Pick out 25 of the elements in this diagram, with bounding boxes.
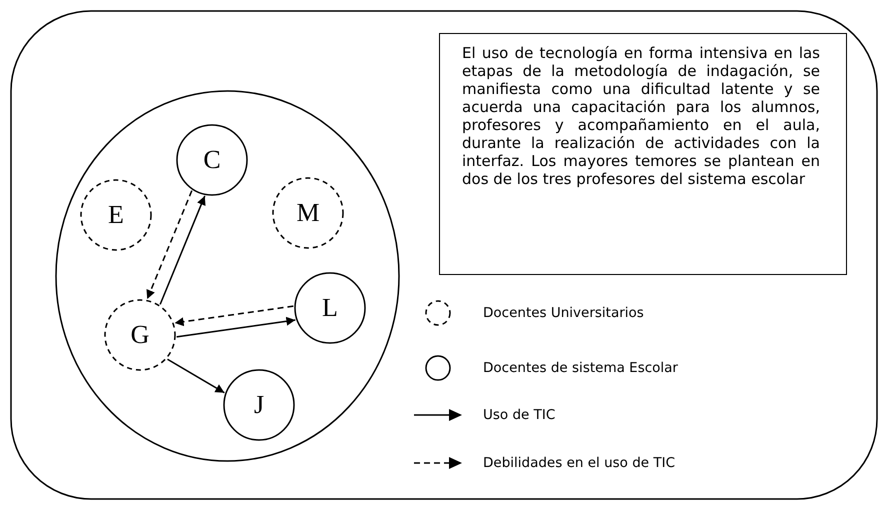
node-letter: G [130,322,150,348]
node-letter: C [203,147,221,173]
arrow [167,358,225,394]
circle-node [223,369,295,441]
node-letter: E [108,202,124,228]
circle-node [294,272,366,344]
legend-label: Docentes Universitarios [483,305,644,321]
legend-label: Uso de TIC [483,407,556,423]
circle-node [176,124,248,196]
node-letter: M [296,200,320,226]
arrow [174,305,294,326]
arrow [159,196,206,305]
arrow [146,190,193,300]
node-letter: L [322,295,338,321]
legend-label: Debilidades en el uso de TIC [483,455,676,471]
node-letter: J [254,392,264,418]
text-box [439,33,847,275]
dashed-circle [80,179,152,251]
dashed-circle [104,299,176,371]
group-circle [55,90,400,462]
dashed-circle [272,177,344,249]
panel-frame [10,10,878,500]
description-paragraph: El uso de tecnología en forma intensiva en las etapas de la metodología de indagación, se manifiesta como una dificultad latente y se acuerda una capacitación para los alumnos, profesores y acompañamiento en el aula, durante la realización de actividades con la interfaz. Los mayores temores se plantean en dos de los tres profesores del sistema escolar [462,44,820,188]
arrow [176,316,296,338]
legend-label: Docentes de sistema Escolar [483,360,678,376]
